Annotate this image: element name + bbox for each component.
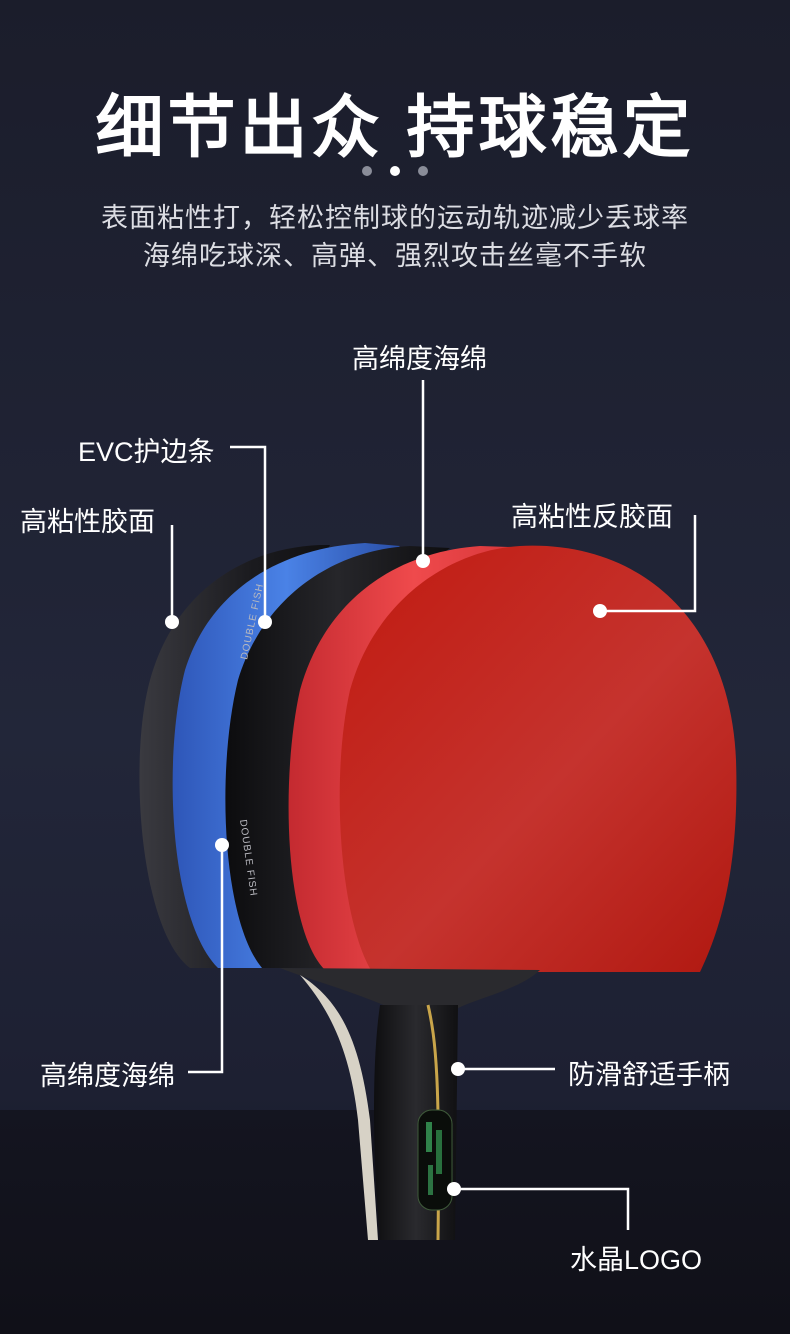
crystal-logo: [417, 1109, 453, 1211]
leader-logo: [454, 1187, 630, 1230]
leader-bottom-sponge: [188, 845, 224, 1074]
dot: [362, 166, 372, 176]
dot: [418, 166, 428, 176]
handle-neck: [280, 968, 540, 1010]
leader-reverse-rubber: [600, 515, 697, 613]
red-rubber-front: [339, 545, 737, 972]
subtitle-line-1: 表面粘性打，轻松控制球的运动轨迹减少丢球率: [101, 203, 689, 233]
subtitle-line-2: 海绵吃球深、高弹、强烈攻击丝毫不手软: [143, 241, 647, 271]
leader-evc: [230, 445, 267, 620]
handle-edge: [300, 975, 378, 1240]
callout-bottom-sponge: 高绵度海绵: [40, 1061, 175, 1091]
callout-handle: 防滑舒适手柄: [568, 1060, 730, 1090]
callout-top-sponge: 高绵度海绵: [352, 344, 487, 374]
callout-lines: [170, 380, 697, 1230]
callout-dots: [165, 554, 607, 1196]
callout-crystal-logo: 水晶LOGO: [570, 1245, 703, 1275]
pagination-dots: [0, 166, 790, 180]
callout-evc-edge: EVC护边条: [78, 437, 215, 467]
callout-sticky-reverse-rubber: 高粘性反胶面: [511, 502, 673, 532]
dot-active: [390, 166, 400, 176]
callout-sticky-rubber: 高粘性胶面: [20, 507, 155, 537]
page-title: 细节出众 持球稳定: [95, 90, 695, 166]
